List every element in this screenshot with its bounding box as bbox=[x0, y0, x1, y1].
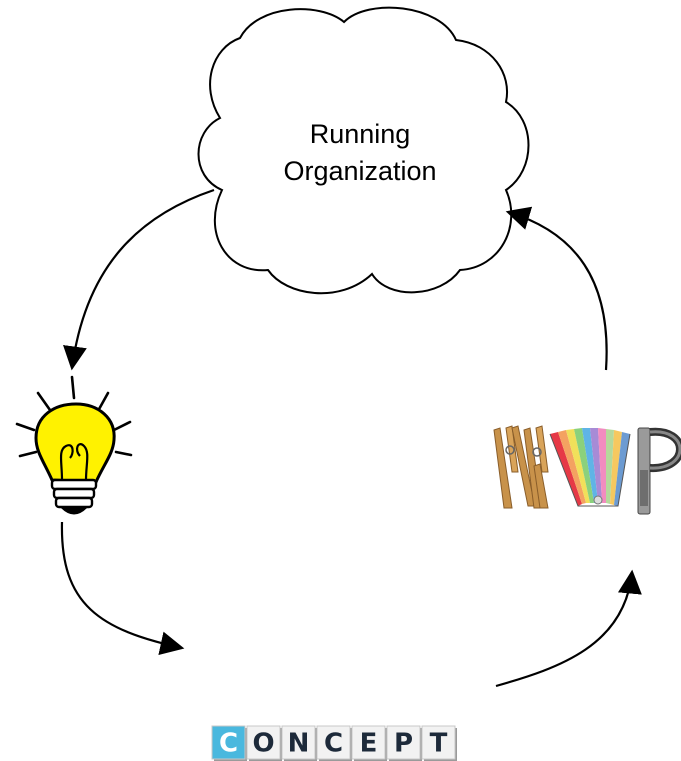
cloud-title-line1: Running bbox=[310, 119, 411, 149]
mvp-letter-v-color-fan bbox=[549, 428, 631, 507]
arrow-concept-to-mvp bbox=[495, 569, 642, 688]
concept-tile-letter: O bbox=[252, 729, 274, 759]
arrow-mvp-to-cloud bbox=[505, 206, 608, 371]
concept-tile-letter: T bbox=[430, 729, 448, 759]
concept-tile-t-7: T bbox=[421, 725, 457, 761]
concept-tile-letter: N bbox=[288, 729, 310, 759]
arrow-idea-to-concept bbox=[60, 521, 185, 656]
concept-tile-letter: C bbox=[324, 729, 343, 759]
concept-tile-o-2: O bbox=[246, 725, 282, 761]
running-organization-cloud: Running Organization bbox=[197, 6, 530, 295]
concept-tile-p-6: P bbox=[386, 725, 422, 761]
cloud-title-line2: Organization bbox=[283, 156, 436, 186]
concept-tile-c-1: C bbox=[211, 725, 247, 761]
concept-tile-n-3: N bbox=[281, 725, 317, 761]
concept-tile-letter: C bbox=[219, 729, 238, 759]
mvp-letter-m-clothespins bbox=[493, 425, 549, 509]
concept-tile-letter: P bbox=[394, 729, 413, 759]
concept-tile-letter: E bbox=[360, 729, 378, 759]
lightbulb-icon bbox=[15, 375, 133, 515]
cloud-shape bbox=[197, 6, 530, 295]
concept-tile-e-5: E bbox=[351, 725, 387, 761]
mvp-letter-p-micrometer bbox=[637, 427, 681, 515]
mvp-illustration bbox=[493, 425, 681, 515]
concept-tile-c-4: C bbox=[316, 725, 352, 761]
arrow-cloud-to-idea bbox=[63, 188, 215, 371]
